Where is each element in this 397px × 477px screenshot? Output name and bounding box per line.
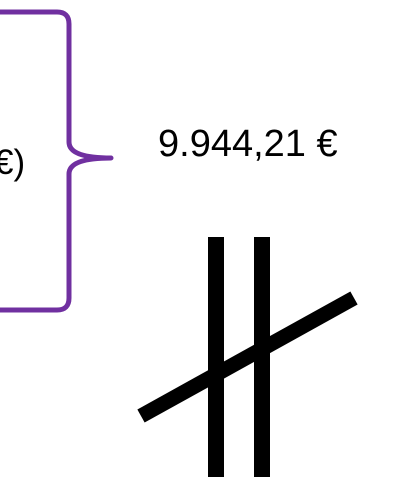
partial-label-text: €): [0, 143, 26, 182]
brace-path: [0, 9, 114, 313]
negation-slash: [137, 291, 358, 423]
amount-value: 9.944,21 €: [158, 123, 338, 165]
